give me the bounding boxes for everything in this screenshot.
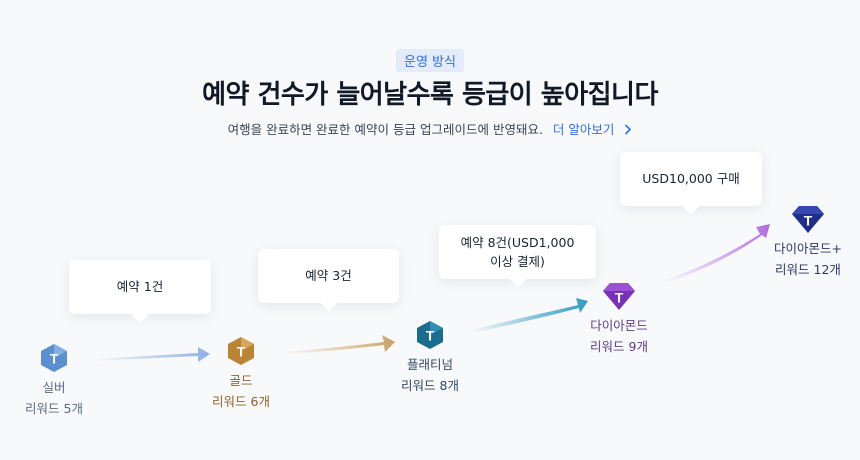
requirement-text: 예약 3건 xyxy=(305,268,352,284)
section-eyebrow: 운영 방식 xyxy=(0,49,860,72)
requirement-text: 예약 1건 xyxy=(116,279,164,295)
tier-name: 실버 xyxy=(42,380,66,395)
requirement-text: USD10,000 구매 xyxy=(642,171,740,187)
chevron-right-icon xyxy=(625,124,632,135)
tier-gold: T 골드 리워드 6개 xyxy=(201,337,281,412)
requirement-text: 예약 8건(USD1,000 이상 결제) xyxy=(460,234,575,269)
arrow-platinum-to-diamond xyxy=(472,298,588,333)
tier-name: 플래티넘 xyxy=(406,357,453,372)
learn-more-label: 더 알아보기 xyxy=(552,122,615,137)
svg-text:T: T xyxy=(615,290,624,306)
requirement-bubble-platinum: 예약 3건 xyxy=(258,249,399,303)
arrow-diamond-to-diamondplus xyxy=(662,224,770,284)
arrow-gold-to-platinum xyxy=(282,335,395,354)
subtitle-text: 여행을 완료하면 완료한 예약이 등급 업그레이드에 반영돼요. xyxy=(227,122,543,137)
page-subtitle: 여행을 완료하면 완료한 예약이 등급 업그레이드에 반영돼요. 더 알아보기 xyxy=(0,119,860,138)
requirement-bubble-gold: 예약 1건 xyxy=(69,260,211,314)
tier-reward: 리워드 6개 xyxy=(212,394,270,409)
requirement-bubble-diamond-plus: USD10,000 구매 xyxy=(620,152,762,206)
svg-text:T: T xyxy=(50,351,59,367)
gold-badge-icon: T xyxy=(228,337,254,365)
diamond-plus-badge-icon: T xyxy=(792,206,824,233)
requirement-bubble-diamond: 예약 8건(USD1,000 이상 결제) xyxy=(439,225,596,279)
tier-name: 다이아몬드+ xyxy=(774,241,842,256)
tier-reward: 리워드 9개 xyxy=(590,339,648,354)
svg-text:T: T xyxy=(237,344,246,360)
learn-more-link[interactable]: 더 알아보기 xyxy=(553,122,632,137)
silver-badge-icon: T xyxy=(41,344,67,372)
tier-diamond: T 다이아몬드 리워드 9개 xyxy=(574,283,664,357)
eyebrow-label: 운영 방식 xyxy=(396,49,464,72)
arrow-silver-to-gold xyxy=(92,347,210,362)
diamond-badge-icon: T xyxy=(603,283,635,310)
tier-reward: 리워드 12개 xyxy=(775,262,841,277)
tier-name: 다이아몬드 xyxy=(590,318,648,333)
tier-platinum: T 플래티넘 리워드 8개 xyxy=(385,321,475,396)
tier-name: 골드 xyxy=(229,373,253,388)
svg-text:T: T xyxy=(426,328,435,344)
tier-reward: 리워드 5개 xyxy=(25,401,83,416)
svg-text:T: T xyxy=(804,213,813,229)
tier-diamond-plus: T 다이아몬드+ 리워드 12개 xyxy=(762,206,854,280)
tier-silver: T 실버 리워드 5개 xyxy=(14,344,94,419)
platinum-badge-icon: T xyxy=(417,321,443,349)
tier-reward: 리워드 8개 xyxy=(401,378,459,393)
page-title: 예약 건수가 늘어날수록 등급이 높아집니다 xyxy=(202,80,658,110)
